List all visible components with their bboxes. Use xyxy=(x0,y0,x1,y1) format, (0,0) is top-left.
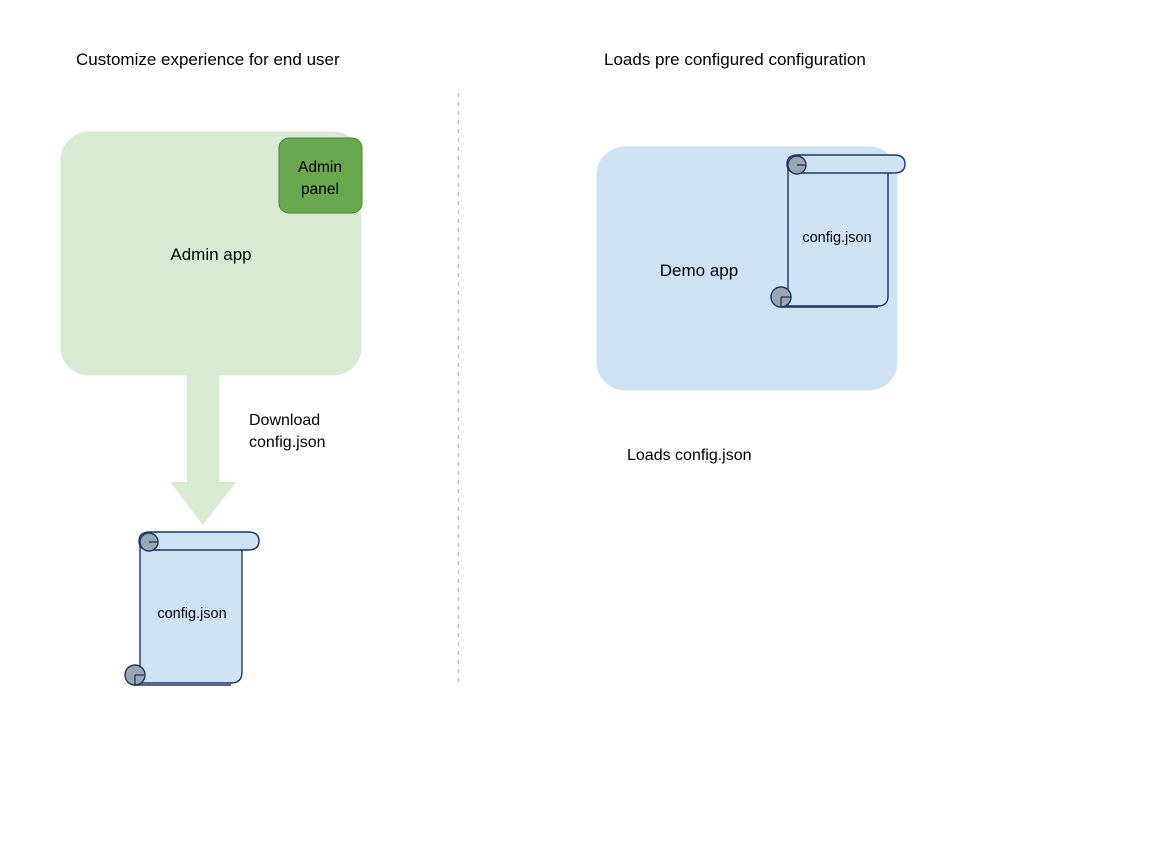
download-arrow xyxy=(170,360,236,525)
right-config-file-bottom-roll-tick xyxy=(780,296,791,307)
right-config-file-body xyxy=(787,164,889,307)
loads-config-caption: Loads config.json xyxy=(627,447,752,464)
admin-panel-label-line1: Admin xyxy=(298,159,342,176)
left-config-file-scroll[interactable]: config.json xyxy=(124,531,260,686)
admin-panel-box[interactable] xyxy=(278,137,363,214)
right-config-file-top-roll xyxy=(786,154,906,174)
left-config-file-label: config.json xyxy=(157,606,226,622)
admin-panel-label-line2: panel xyxy=(301,181,339,198)
download-arrow-label-line1: Download xyxy=(249,412,320,429)
demo-app-label: Demo app xyxy=(660,261,738,280)
right-section-title: Loads pre configured configuration xyxy=(604,50,866,69)
left-config-file-top-roll xyxy=(138,531,260,551)
right-config-file-label: config.json xyxy=(802,230,871,246)
download-arrow-label-line2: config.json xyxy=(249,434,326,451)
right-config-file-scroll[interactable]: config.json xyxy=(770,154,906,308)
left-config-file-bottom-roll-tick xyxy=(134,674,145,685)
left-section-title: Customize experience for end user xyxy=(76,50,340,69)
admin-app-label: Admin app xyxy=(170,245,251,264)
download-arrow-shape xyxy=(170,360,236,525)
left-config-file-body xyxy=(139,541,243,684)
